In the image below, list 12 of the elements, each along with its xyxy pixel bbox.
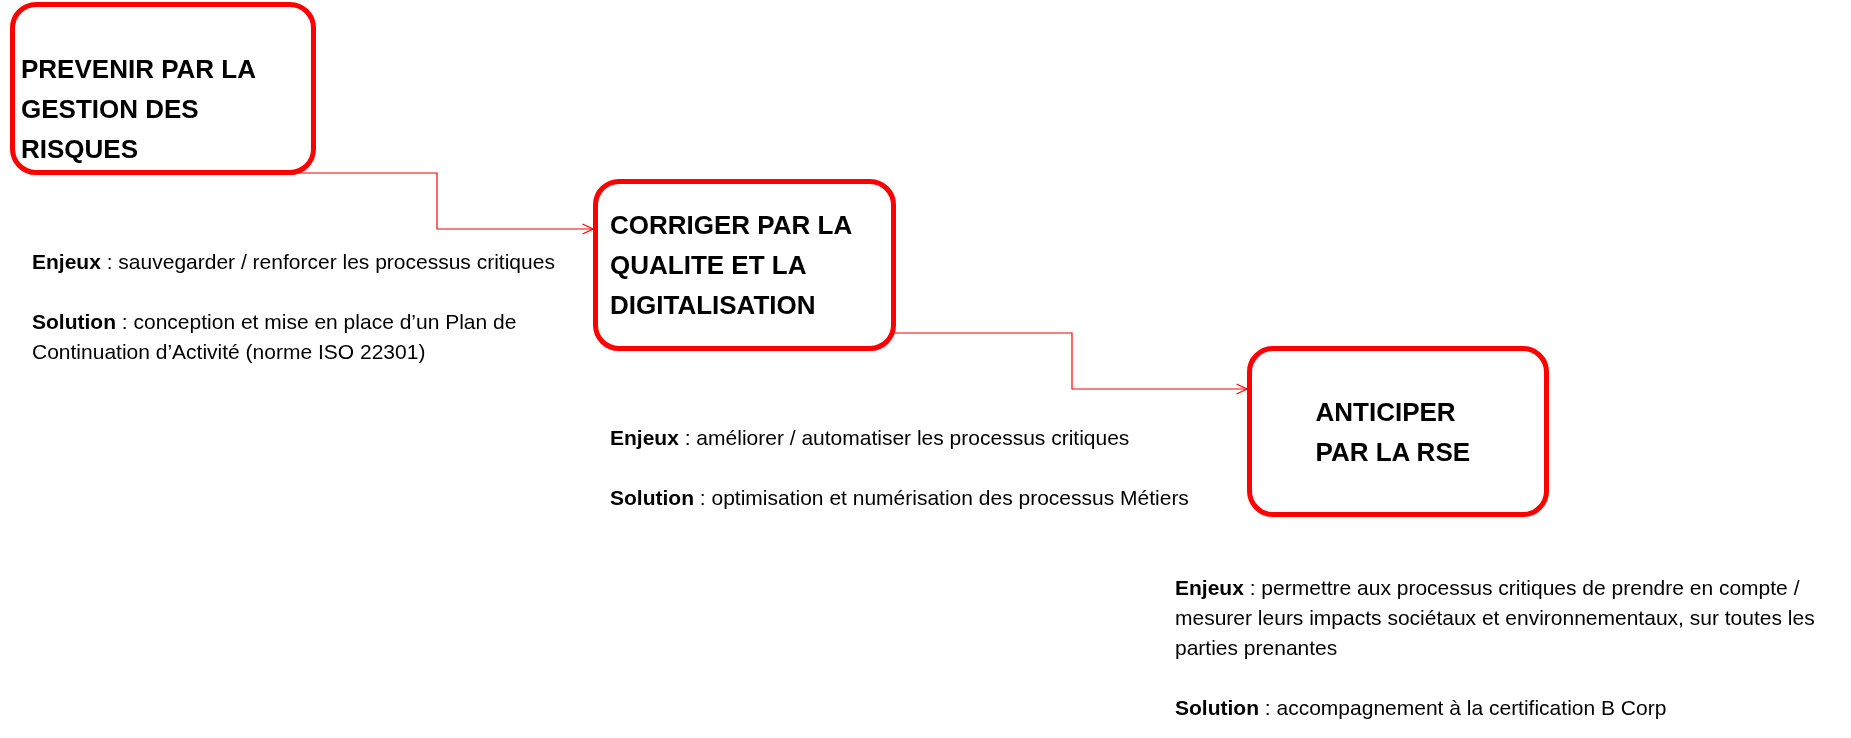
- rounded-box: [10, 2, 316, 175]
- rounded-box: [1247, 346, 1549, 517]
- box-title: CORRIGER PAR LA QUALITE ET LA DIGITALISATION: [610, 209, 853, 322]
- note-text: Enjeux : permettre aux processus critiques de prendre en compte / mesurer leurs impacts sociétaux et environnementaux, sur toutes les parties prenantes: [1175, 575, 1816, 661]
- note-text: Enjeux : sauvegarder / renforcer les processus critiques: [32, 249, 556, 275]
- note-text: Solution : accompagnement à la certification B Corp: [1175, 695, 1668, 721]
- box-title: ANTICIPER PAR LA RSE: [1315, 395, 1472, 469]
- note-text: Solution : optimisation et numérisation des processus Métiers: [610, 485, 1190, 511]
- note-text: Solution : conception et mise en place d’un Plan de Continuation d’Activité (norme ISO 22301): [32, 309, 518, 365]
- rounded-box: [593, 179, 896, 351]
- note-text: Enjeux : améliorer / automatiser les processus critiques: [610, 425, 1131, 451]
- box-title: PREVENIR PAR LA GESTION DES RISQUES: [21, 53, 257, 166]
